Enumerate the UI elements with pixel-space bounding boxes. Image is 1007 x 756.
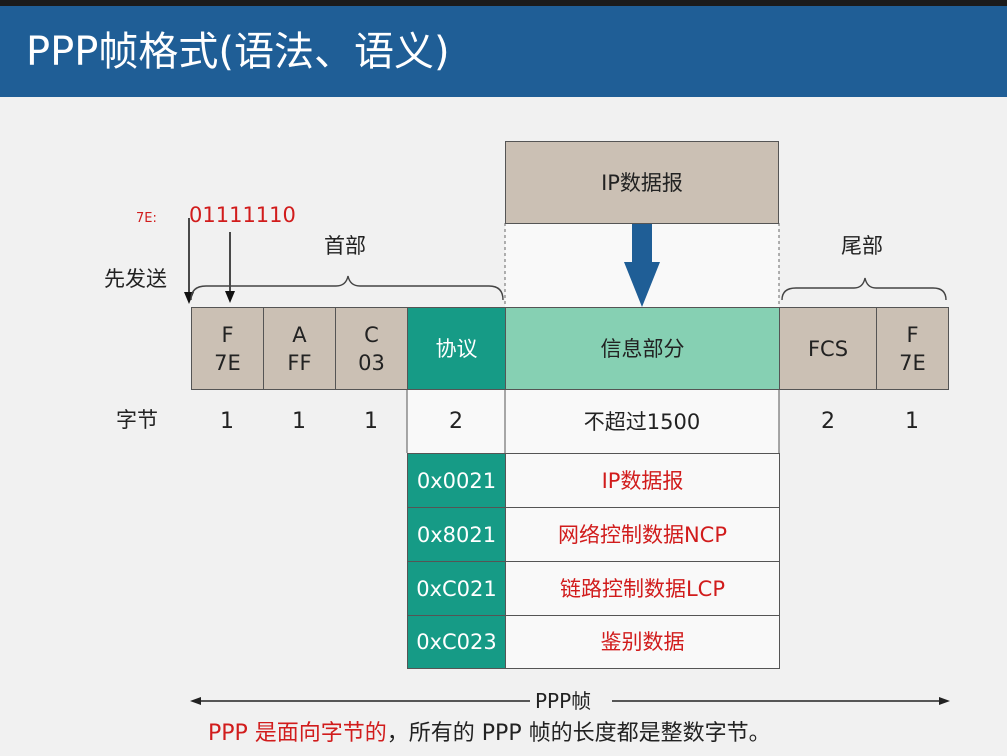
header-brace bbox=[190, 275, 504, 301]
protocol-code: 0xC023 bbox=[416, 630, 497, 654]
protocol-meaning-cell: IP数据报 bbox=[505, 453, 780, 508]
protocol-meaning: 链路控制数据LCP bbox=[559, 576, 726, 601]
fcs-field: FCS bbox=[779, 307, 877, 390]
footer-note-highlight: PPP 是面向字节的 bbox=[208, 721, 387, 746]
byte-count-protocol: 2 bbox=[449, 409, 463, 434]
byte-count-backdrop bbox=[407, 390, 779, 453]
protocol-code-cell: 0xC021 bbox=[407, 561, 506, 616]
protocol-meaning: 鉴别数据 bbox=[600, 630, 685, 654]
flag-field-end: F 7E bbox=[876, 307, 949, 390]
address-field: A FF bbox=[263, 307, 336, 390]
field-text-bottom: 03 bbox=[358, 350, 385, 375]
protocol-meaning: 网络控制数据NCP bbox=[557, 522, 728, 547]
field-text-bottom: 7E bbox=[214, 350, 241, 375]
information-field: 信息部分 bbox=[505, 307, 780, 390]
field-text-top: F bbox=[221, 322, 234, 347]
flag-note-key: 7E: bbox=[136, 211, 157, 226]
field-text-top: A bbox=[292, 322, 307, 347]
byte-count-address: 1 bbox=[292, 409, 306, 434]
footer-note: PPP 是面向字节的，所有的 PPP 帧的长度都是整数字节。 bbox=[208, 721, 771, 747]
slide-title: PPP帧格式(语法、语义) bbox=[26, 29, 450, 75]
frame-span-arrow-left bbox=[190, 697, 201, 705]
protocol-meaning: IP数据报 bbox=[601, 468, 684, 493]
field-label: 协议 bbox=[435, 336, 478, 361]
protocol-code-cell: 0x0021 bbox=[407, 453, 506, 508]
ip-datagram-label: IP数据报 bbox=[601, 170, 683, 195]
control-field: C 03 bbox=[335, 307, 408, 390]
byte-count-control: 1 bbox=[364, 409, 378, 434]
trailer-brace bbox=[781, 277, 947, 301]
arrow-shaft bbox=[632, 224, 652, 262]
protocol-meaning-cell: 鉴别数据 bbox=[505, 615, 780, 669]
protocol-code: 0xC021 bbox=[416, 576, 497, 601]
byte-count-fcs: 2 bbox=[821, 409, 835, 434]
protocol-field: 协议 bbox=[407, 307, 506, 390]
field-text-bottom: FF bbox=[287, 350, 312, 375]
protocol-code: 0x8021 bbox=[416, 522, 497, 547]
flag-field-start: F 7E bbox=[191, 307, 264, 390]
field-text-bottom: 7E bbox=[899, 350, 926, 375]
protocol-code: 0x0021 bbox=[416, 468, 497, 493]
bytes-label: 字节 bbox=[116, 408, 158, 432]
field-label: FCS bbox=[807, 336, 849, 361]
trailer-brace-label: 尾部 bbox=[841, 234, 883, 258]
protocol-meaning-cell: 网络控制数据NCP bbox=[505, 507, 780, 562]
flag-arrow-head bbox=[225, 291, 235, 303]
field-label: 信息部分 bbox=[600, 336, 685, 361]
byte-count-flag: 1 bbox=[220, 409, 234, 434]
protocol-code-cell: 0x8021 bbox=[407, 507, 506, 562]
frame-span-label: PPP帧 bbox=[535, 689, 592, 713]
ip-datagram-box: IP数据报 bbox=[505, 141, 779, 224]
flag-note-bits: 01111110 bbox=[189, 203, 296, 227]
field-text-top: C bbox=[364, 322, 379, 347]
title-bar: PPP帧格式(语法、语义) bbox=[0, 0, 1007, 97]
field-text-top: F bbox=[906, 322, 919, 347]
first-sent-label: 先发送 bbox=[104, 267, 167, 291]
header-brace-label: 首部 bbox=[324, 234, 366, 258]
frame-span-arrow-right bbox=[939, 697, 950, 705]
down-arrow-icon bbox=[624, 262, 660, 307]
footer-note-rest: ，所有的 PPP 帧的长度都是整数字节。 bbox=[386, 721, 771, 746]
byte-count-information: 不超过1500 bbox=[583, 410, 701, 434]
protocol-meaning-cell: 链路控制数据LCP bbox=[505, 561, 780, 616]
byte-count-flag-end: 1 bbox=[905, 409, 919, 434]
protocol-code-cell: 0xC023 bbox=[407, 615, 506, 669]
